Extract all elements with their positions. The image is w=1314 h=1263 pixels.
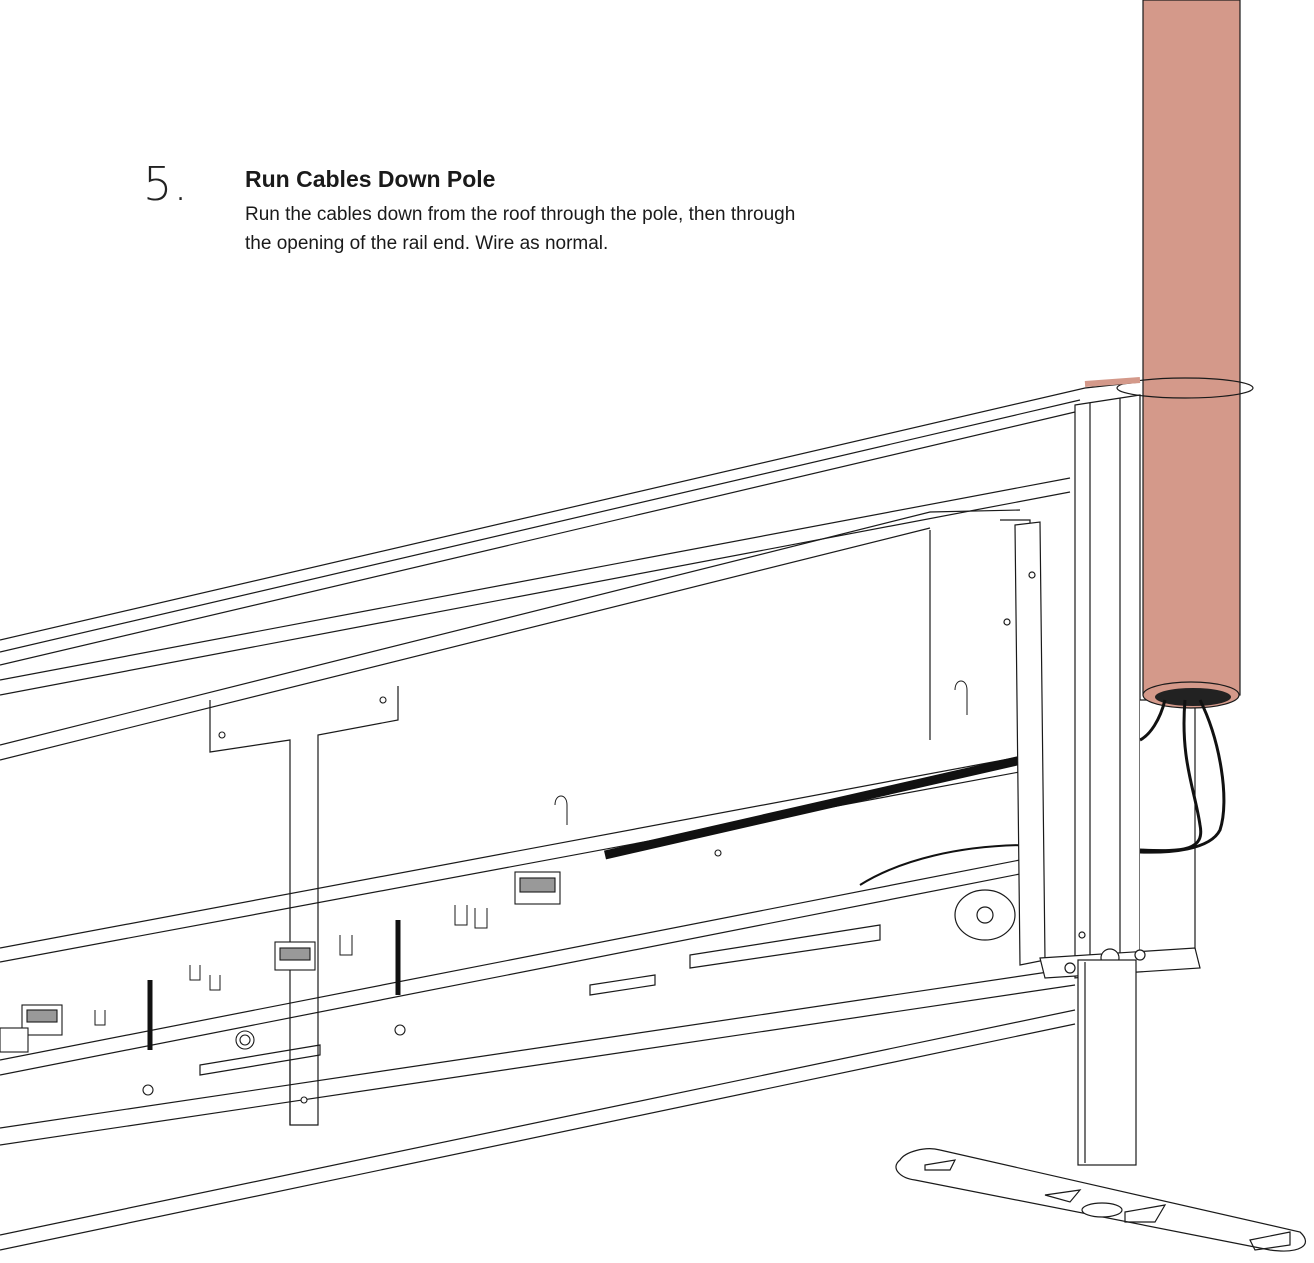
- step-description: Run the cables down from the roof throug…: [245, 204, 796, 254]
- connector-blocks: [0, 696, 722, 1104]
- desk-leg: [895, 959, 1306, 1252]
- threaded-rods: [147, 920, 401, 1050]
- cables-from-pole: [1139, 699, 1226, 854]
- rail-end: [954, 394, 1201, 979]
- clips: [94, 680, 968, 1026]
- pole: [1084, 0, 1254, 709]
- cable-run: [603, 753, 1032, 886]
- step-number: 5.: [143, 157, 189, 211]
- step-title: Run Cables Down Pole: [245, 166, 496, 192]
- rail-panel: [0, 381, 1141, 1251]
